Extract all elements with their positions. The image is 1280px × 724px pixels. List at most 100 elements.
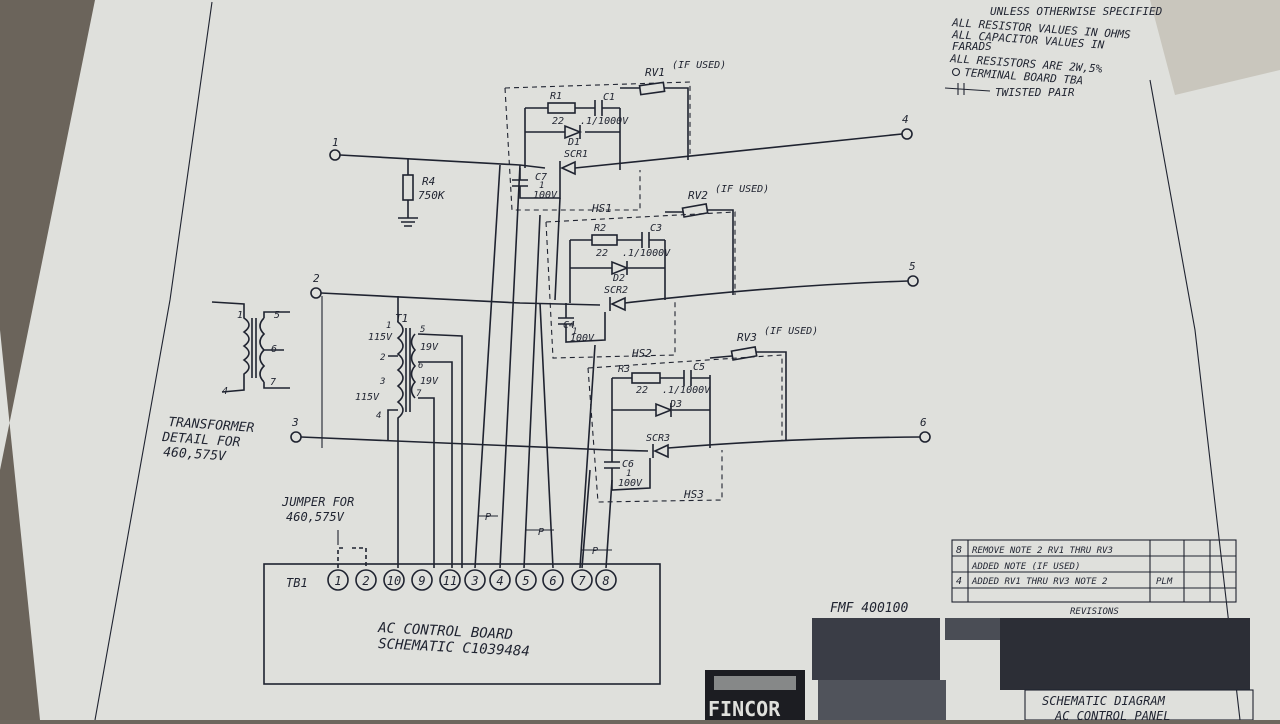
line-3-6 (300, 436, 921, 452)
board-feed-wires: P P P (474, 164, 613, 569)
jumper: JUMPER FOR 460,575V (281, 495, 367, 568)
note-line-6: TWISTED PAIR (995, 86, 1075, 99)
tb1-terminal-label: 10 (387, 574, 401, 588)
t1-115v-a: 115V (368, 332, 393, 343)
d2-icon (611, 260, 630, 276)
r1-label: R1 (550, 91, 562, 102)
terminal-symbol-icon (951, 67, 961, 77)
tb1-terminal-circle-icon (355, 569, 377, 591)
r2-icon (591, 234, 618, 246)
c3-label: C3 (650, 223, 662, 234)
c6-label: C6 (622, 459, 634, 470)
tb1-terminal-circle-icon (464, 569, 486, 591)
rv2-note: (IF USED) (715, 184, 769, 195)
terminal-1-label: 1 (332, 136, 339, 149)
rev-b-text: ADDED NOTE (IF USED) (971, 562, 1080, 572)
detail-pin-5: 5 (274, 310, 280, 321)
transformer-detail: 1 4 5 6 7 TRANSFORMER DETAIL FOR 460,575… (161, 296, 323, 464)
tb1-terminal-circle-icon (595, 569, 617, 591)
r4-value: 750K (418, 189, 446, 202)
r1-value: 22 (552, 116, 564, 127)
c7-label: C7 (535, 172, 547, 183)
title-line-2: AC CONTROL PANEL (1054, 709, 1171, 720)
t1-core-icon (405, 328, 411, 412)
hs2-assembly: RV2 (IF USED) R2 22 C3 .1/1000V D2 SCR2 … (545, 184, 769, 360)
tb1-terminal-label: 6 (549, 574, 556, 588)
border-right (1149, 79, 1241, 721)
tb1-terminal-circle-icon (515, 569, 537, 591)
p-label-1: P (485, 512, 491, 523)
tb1-terminal-circle-icon (411, 569, 433, 591)
tb1-terminal-label: 3 (470, 574, 478, 588)
t1-19v-a: 19V (420, 342, 439, 353)
c3-icon (641, 232, 650, 248)
terminal-3-label: 3 (291, 416, 299, 429)
tb1-terminal-circle-icon (489, 569, 511, 591)
c5-label: C5 (693, 362, 705, 373)
tb1-terminal-label: 11 (443, 574, 457, 588)
terminal-4-label: 4 (902, 113, 909, 126)
redacted-block-1 (812, 618, 940, 680)
t1-pin-5: 5 (420, 325, 425, 335)
t1-secondary-coil-icon (410, 333, 417, 399)
rv1-note: (IF USED) (672, 60, 726, 71)
t1-19v-b: 19V (420, 376, 439, 387)
rv3-label: RV3 (737, 331, 757, 344)
tb1-terminal-label: 1 (334, 574, 341, 588)
r3-value: 22 (636, 385, 648, 396)
hs2-label: HS2 (631, 347, 652, 360)
detail-line-2: DETAIL FOR (161, 430, 241, 451)
c4-volt: 100V (570, 333, 595, 344)
tb1-terminal-circle-icon (383, 569, 405, 591)
tb1-terminal-label: 8 (602, 574, 609, 588)
line-2-5 (320, 280, 909, 306)
r3-label: R3 (618, 364, 630, 375)
terminal-2-label: 2 (313, 272, 320, 285)
t1-115v-b: 115V (355, 392, 380, 403)
drawing-number: FMF 400100 (830, 601, 908, 616)
rev-8-number: 8 (956, 545, 962, 556)
tb1-terminal-label: 2 (362, 574, 369, 588)
note-line-0: UNLESS OTHERWISE SPECIFIED (990, 5, 1163, 18)
detail-pin-4: 4 (222, 386, 228, 397)
hs3-label: HS3 (683, 488, 704, 501)
c3-value: .1/1000V (622, 248, 671, 259)
c6-icon (604, 450, 651, 491)
r2-label: R2 (594, 223, 606, 234)
scr3-label: SCR3 (646, 433, 670, 444)
rev-4-by: PLM (1156, 577, 1173, 587)
rv3-icon (730, 346, 758, 361)
scr2-icon (609, 296, 626, 312)
c5-icon (683, 370, 692, 386)
redacted-block-3 (1000, 618, 1250, 690)
c1-icon (594, 100, 603, 116)
scr2-label: SCR2 (604, 285, 628, 296)
rv1-icon (638, 81, 666, 96)
detail-line-1: TRANSFORMER (168, 415, 255, 436)
main-wires (300, 133, 921, 452)
d3-label: D3 (669, 399, 682, 410)
title-block: 8 REMOVE NOTE 2 RV1 THRU RV3 ADDED NOTE … (705, 539, 1254, 723)
terminal-6-label: 6 (920, 416, 927, 429)
t1-pin-2: 2 (380, 353, 385, 363)
detail-pin-6: 6 (271, 344, 277, 355)
r3-icon (631, 372, 661, 384)
tb1-terminal-circle-icon (327, 569, 349, 591)
tb1-terminal-circle-icon (542, 569, 564, 591)
c4-icon (558, 303, 606, 343)
revisions-label: REVISIONS (1070, 607, 1119, 617)
board-line-1: AC CONTROL BOARD (377, 620, 514, 643)
p-label-3: P (592, 546, 598, 557)
rv2-icon (681, 203, 709, 218)
redacted-block-4 (818, 680, 946, 720)
jumper-line-2: 460,575V (286, 510, 345, 524)
t1-pin-6: 6 (418, 361, 423, 371)
r4-resistor: R4 750K (398, 158, 446, 227)
c1-value: .1/1000V (580, 116, 629, 127)
border-left (94, 1, 213, 721)
c6-value: 1 (626, 469, 631, 479)
r4-label: R4 (422, 175, 435, 188)
